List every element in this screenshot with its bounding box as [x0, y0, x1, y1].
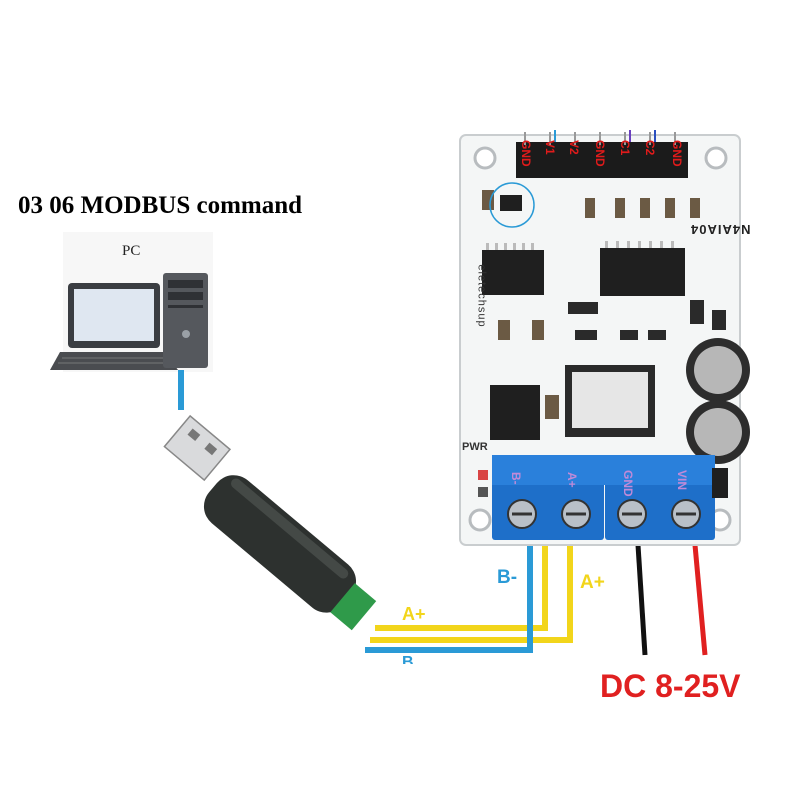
pin-header: [516, 142, 688, 178]
terminal-label-vin: VIN: [675, 470, 689, 490]
wire-label-b-minus: B-: [497, 567, 518, 588]
terminal-label-b: B-: [509, 472, 523, 485]
power-supply-label: DC 8-25V: [600, 668, 741, 704]
wire-label-b-left: B: [402, 654, 414, 664]
keyboard: [50, 352, 178, 370]
ic-chip-2: [600, 248, 685, 296]
header-pin-v2: V2: [567, 140, 581, 155]
header-pin-c1: C1: [618, 140, 632, 156]
usb-rs485-adapter: [163, 414, 377, 631]
wire-label-a-plus-right: A+: [580, 572, 605, 593]
wire-a-plus: [375, 545, 548, 631]
terminal-label-gnd: GND: [621, 470, 635, 497]
n4aia04-board: B- A+ GND VIN: [459, 130, 750, 546]
ic-chip-1: [482, 250, 544, 295]
board-model-label: N4AIA04: [690, 222, 751, 237]
header-pin-v1: V1: [543, 140, 557, 155]
pwr-led-label: PWR: [462, 441, 488, 453]
pc-illustration: [50, 232, 213, 372]
header-pin-gnd-2: GND: [593, 140, 607, 167]
header-pin-gnd-1: GND: [519, 140, 533, 167]
header-pin-gnd-3: GND: [670, 140, 684, 167]
ic-chip-3: [490, 385, 540, 440]
wire-label-a-plus-left: A+: [402, 604, 426, 624]
wire-gnd: [635, 544, 648, 656]
pc-label: PC: [122, 243, 141, 259]
terminal-label-a: A+: [565, 472, 579, 488]
wire-b-minus: [365, 545, 533, 653]
header-pin-c2: C2: [643, 140, 657, 156]
diagram-title: 03 06 MODBUS command: [18, 192, 303, 219]
wire-vin: [692, 544, 708, 656]
board-brand-label: eletechsup: [475, 264, 488, 328]
wire-a-plus-drop: [370, 540, 573, 643]
